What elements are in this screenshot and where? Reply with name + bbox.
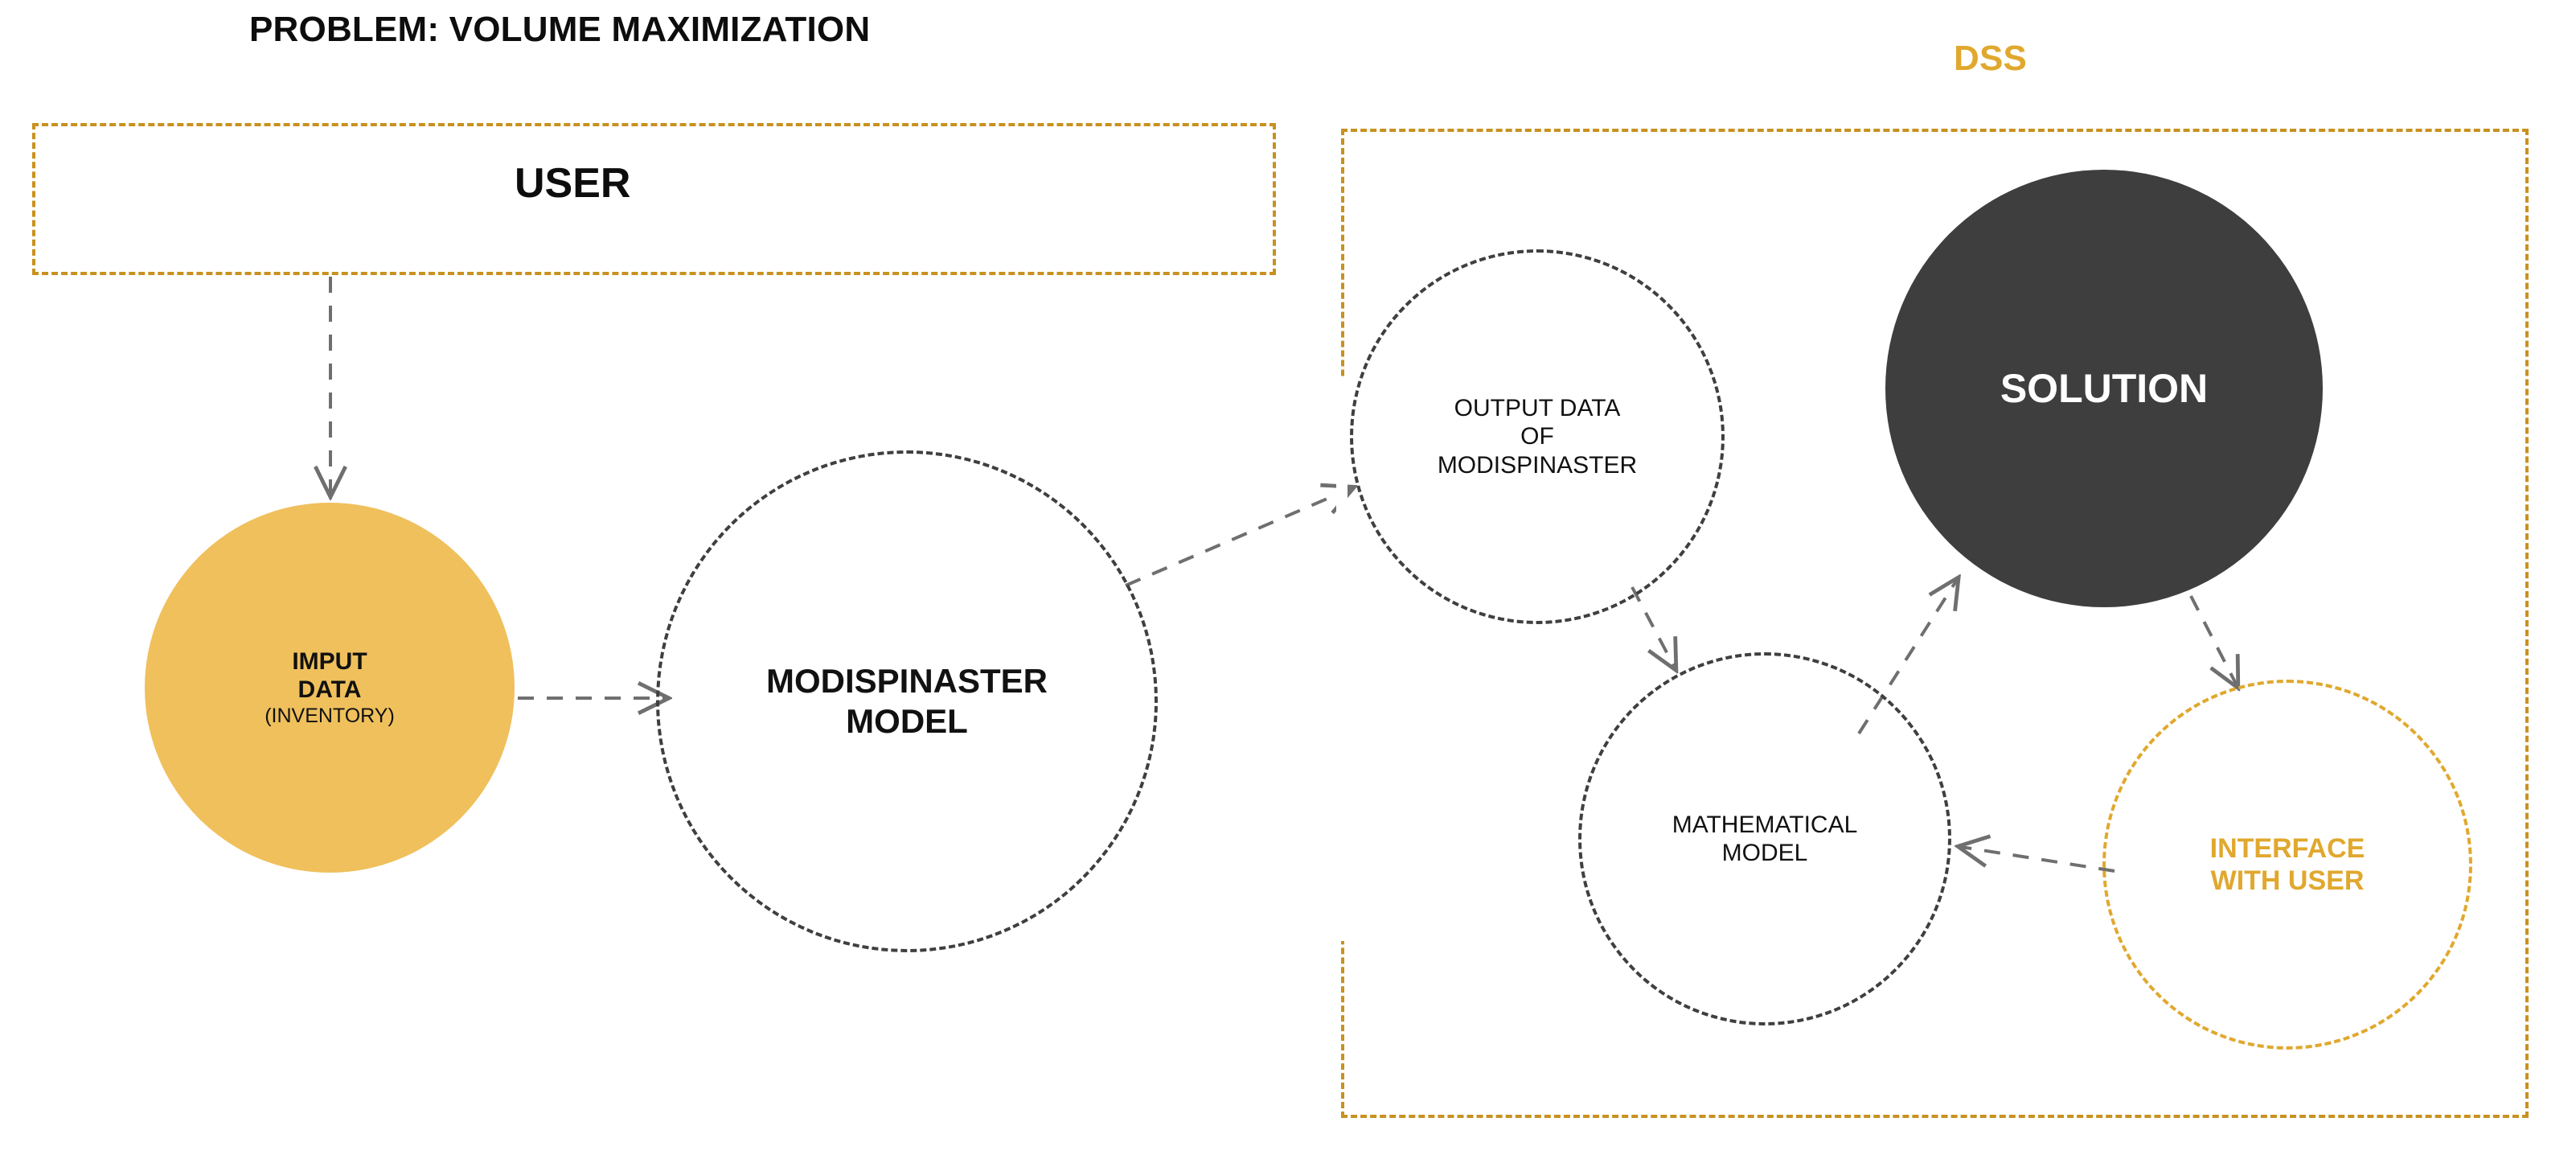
- node-imput-data-subtitle: (INVENTORY): [265, 704, 395, 727]
- node-mathematical-model-line1: MATHEMATICAL: [1672, 811, 1858, 838]
- edge-modispinaster-model-to-output-data: [1125, 488, 1352, 587]
- node-solution-label: SOLUTION: [2000, 365, 2209, 411]
- node-mathematical-model-line2: MODEL: [1721, 840, 1808, 866]
- page-title: PROBLEM: VOLUME MAXIMIZATION: [249, 10, 871, 49]
- node-modispinaster-model-line1: MODISPINASTER: [765, 662, 1048, 701]
- user-group-box: [32, 123, 1276, 275]
- node-modispinaster-model-line2: MODEL: [846, 702, 968, 740]
- node-imput-data[interactable]: IMPUT DATA (INVENTORY): [145, 503, 515, 873]
- node-modispinaster-model[interactable]: MODISPINASTER MODEL: [656, 450, 1158, 952]
- node-output-data-line2: OF: [1520, 423, 1554, 450]
- dss-group-label: DSS: [1954, 39, 2028, 78]
- user-group-label: USER: [515, 160, 631, 207]
- dss-box-left-border-gap: [1336, 378, 1347, 941]
- node-output-data-line3: MODISPINASTER: [1437, 451, 1638, 479]
- node-output-data-line1: OUTPUT DATA: [1454, 394, 1621, 421]
- node-solution[interactable]: SOLUTION: [1885, 170, 2323, 607]
- node-interface-with-user-line2: WITH USER: [2210, 865, 2365, 896]
- node-imput-data-line1: IMPUT: [292, 647, 367, 675]
- node-output-data[interactable]: OUTPUT DATA OF MODISPINASTER: [1350, 249, 1725, 624]
- node-imput-data-line2: DATA: [297, 676, 362, 704]
- node-mathematical-model[interactable]: MATHEMATICAL MODEL: [1578, 652, 1951, 1025]
- node-interface-with-user[interactable]: INTERFACE WITH USER: [2102, 680, 2472, 1050]
- node-interface-with-user-line1: INTERFACE: [2209, 832, 2365, 864]
